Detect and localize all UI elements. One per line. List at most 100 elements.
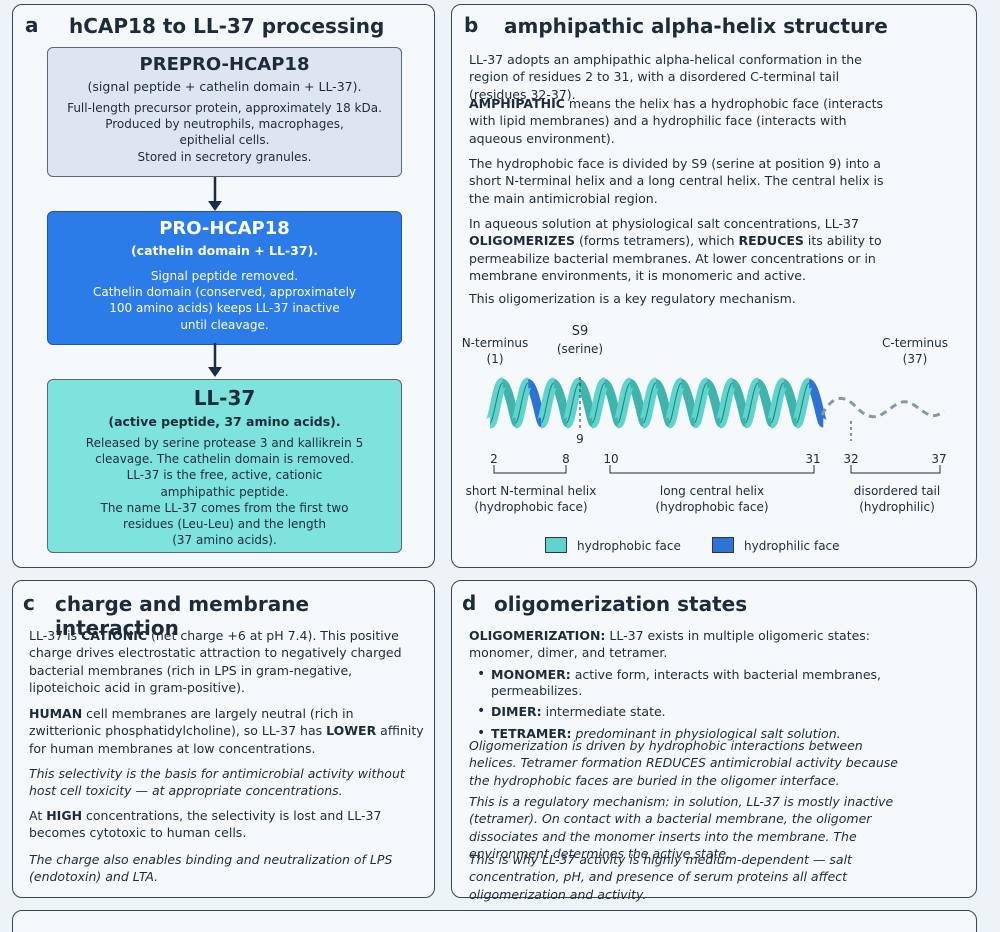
helix-edge bbox=[719, 382, 734, 424]
oligomer-paragraph-2: Oligomerization is driven by hydrophobic… bbox=[469, 738, 898, 788]
helix-edge bbox=[591, 382, 606, 424]
p4-text-c: (forms tetramers), which bbox=[575, 233, 739, 249]
c-p1-a: LL-37 is bbox=[29, 628, 82, 643]
pro-hcap18-title: PRO-HCAP18 bbox=[159, 218, 290, 239]
oligomerizes-term: OLIGOMERIZES bbox=[469, 233, 575, 249]
monomer-text: active form, interacts with bacterial me… bbox=[491, 667, 881, 698]
segment-short-helix: short N-terminal helix (hydrophobic face… bbox=[452, 483, 610, 515]
cationic-term: CATIONIC bbox=[81, 628, 148, 643]
helix-back-strand bbox=[805, 378, 828, 428]
segment-brackets bbox=[493, 465, 941, 474]
c-p1-c: (net charge +6 at pH 7.4). This positive… bbox=[29, 628, 402, 695]
n-terminus-text: N-terminus bbox=[461, 336, 529, 350]
panel-c-letter: c bbox=[23, 591, 35, 615]
helix-paragraph-5: This oligomerization is a key regulatory… bbox=[469, 291, 796, 306]
amphipathic-text: means the helix has a hydrophobic face (… bbox=[469, 96, 884, 146]
prepro-line: Full-length precursor protein, approxima… bbox=[67, 101, 382, 115]
charge-paragraph-3: This selectivity is the basis for antimi… bbox=[29, 766, 405, 799]
c-p4-a: At bbox=[29, 808, 47, 823]
pro-line: 100 amino acids) keeps LL-37 inactive bbox=[109, 301, 340, 316]
n-terminus-label: N-terminus (1) bbox=[460, 335, 530, 367]
segment-disordered-tail-text: disordered tail bbox=[853, 484, 941, 498]
arrow-down-icon bbox=[208, 343, 222, 377]
ll37-line: residues (Leu-Leu) and the length bbox=[123, 516, 326, 531]
c-terminus-number: (37) bbox=[902, 352, 928, 367]
c-p2-a: cell membranes are largely neutral (rich… bbox=[29, 706, 354, 739]
ll37-line: (37 amino acids). bbox=[172, 533, 277, 548]
charge-paragraph-1: LL-37 is CATIONIC (net charge +6 at pH 7… bbox=[29, 627, 425, 696]
helix-edge bbox=[770, 382, 785, 424]
tick-label-8: 8 bbox=[562, 452, 570, 466]
ll37-line: LL-37 is the free, active, cationic bbox=[126, 468, 323, 483]
ll37-box: LL-37 (active peptide, 37 amino acids). … bbox=[47, 379, 402, 553]
ll37-line: Released by serine protease 3 and kallik… bbox=[85, 436, 364, 450]
panel-a-letter: a bbox=[25, 13, 39, 37]
s9-subtext: (serine) bbox=[556, 341, 604, 356]
panel-d-title: oligomerization states bbox=[494, 592, 748, 616]
d-intro-text: LL-37 exists in multiple oligomeric stat… bbox=[469, 628, 871, 661]
helix-edge bbox=[642, 382, 657, 424]
prepro-line: Stored in secretory granules. bbox=[137, 149, 312, 164]
helix-paragraph-2: AMPHIPATHIC means the helix has a hydrop… bbox=[469, 95, 889, 147]
segment-central-helix: long central helix (hydrophobic face) bbox=[632, 483, 792, 515]
prepro-hcap18-title: PREPRO-HCAP18 bbox=[139, 54, 310, 75]
panel-b: b amphipathic alpha-helix structure LL-3… bbox=[451, 4, 977, 568]
oligomer-paragraph-4: This is why LL-37 activity is highly med… bbox=[469, 852, 852, 902]
tick-label-10: 10 bbox=[603, 452, 619, 466]
helix-edge bbox=[693, 382, 708, 424]
ll37-line: cleavage. The cathelin domain is removed… bbox=[95, 452, 354, 467]
ll37-subtitle: (active peptide, 37 amino acids). bbox=[108, 414, 341, 429]
charge-paragraph-4: At HIGH concentrations, the selectivity … bbox=[29, 807, 425, 842]
arrow-down-icon bbox=[208, 177, 222, 211]
c-p4-c: concentrations, the selectivity is lost … bbox=[29, 808, 382, 841]
segment-central-helix-text: long central helix bbox=[659, 484, 765, 498]
amphipathic-term: AMPHIPATHIC bbox=[469, 96, 565, 111]
helix-edge bbox=[489, 382, 504, 424]
helix-paragraph-3: The hydrophobic face is divided by S9 (s… bbox=[469, 156, 884, 206]
human-term: HUMAN bbox=[29, 706, 83, 721]
reduces-term: REDUCES bbox=[738, 233, 804, 249]
pro-hcap18-subtitle: (cathelin domain + LL-37). bbox=[130, 243, 319, 258]
segment-short-helix-sub: (hydrophobic face) bbox=[474, 500, 588, 515]
segment-disordered-tail-sub: (hydrophilic) bbox=[859, 500, 935, 515]
segment-central-helix-sub: (hydrophobic face) bbox=[655, 500, 769, 515]
pro-line: Cathelin domain (conserved, approximatel… bbox=[92, 285, 357, 300]
prepro-hcap18-box: PREPRO-HCAP18 (signal peptide + cathelin… bbox=[47, 47, 402, 177]
helix-paragraph-1: LL-37 adopts an amphipathic alpha-helica… bbox=[469, 52, 862, 102]
ll37-title: LL-37 bbox=[193, 386, 256, 410]
oligomerization-term: OLIGOMERIZATION: bbox=[469, 628, 606, 643]
list-item: TETRAMER: predominant in physiological s… bbox=[469, 725, 959, 742]
c-terminus-label: C-terminus (37) bbox=[880, 335, 950, 367]
s9-text: S9 bbox=[571, 324, 589, 339]
helix-edge bbox=[744, 382, 759, 424]
tick-label-37: 37 bbox=[931, 452, 947, 466]
panel-e-cropped bbox=[12, 910, 977, 932]
legend-hydrophobic-label: hydrophobic face bbox=[577, 539, 681, 553]
panel-d: d oligomerization states OLIGOMERIZATION… bbox=[451, 580, 977, 902]
helix-edge bbox=[515, 382, 529, 424]
panel-d-letter: d bbox=[462, 591, 477, 615]
segment-short-helix-text: short N-terminal helix bbox=[465, 484, 597, 498]
panel-c-title: charge and membrane interaction bbox=[55, 592, 310, 640]
oligomer-intro: OLIGOMERIZATION: LL-37 exists in multipl… bbox=[469, 627, 909, 662]
segment-disordered-tail: disordered tail (hydrophilic) bbox=[832, 483, 962, 515]
panel-a-title: hCAP18 to LL-37 processing bbox=[69, 14, 385, 38]
pro-hcap18-box: PRO-HCAP18 (cathelin domain + LL-37). Si… bbox=[47, 211, 402, 345]
charge-paragraph-2: HUMAN cell membranes are largely neutral… bbox=[29, 705, 425, 757]
helix-diagram bbox=[484, 377, 945, 441]
pro-line: until cleavage. bbox=[180, 317, 269, 332]
p4-text-d: its ability to permeabilize bacterial me… bbox=[469, 233, 882, 283]
monomer-term: MONOMER: bbox=[491, 667, 571, 682]
legend-hydrophilic-label: hydrophilic face bbox=[744, 539, 840, 553]
helix-edge bbox=[617, 382, 631, 424]
oligomer-state-list: MONOMER: active form, interacts with bac… bbox=[469, 666, 959, 748]
dimer-term: DIMER: bbox=[491, 704, 542, 720]
ll37-line: amphipathic peptide. bbox=[160, 484, 289, 499]
s9-position-number: 9 bbox=[576, 432, 584, 446]
helix-edge bbox=[795, 382, 810, 424]
n-terminus-number: (1) bbox=[486, 352, 504, 367]
panel-c: c charge and membrane interaction LL-37 … bbox=[12, 580, 435, 898]
tick-label-32: 32 bbox=[843, 452, 859, 466]
p4-text-a: In aqueous solution at physiological sal… bbox=[469, 216, 859, 231]
helix-paragraph-4: In aqueous solution at physiological sal… bbox=[469, 215, 889, 284]
